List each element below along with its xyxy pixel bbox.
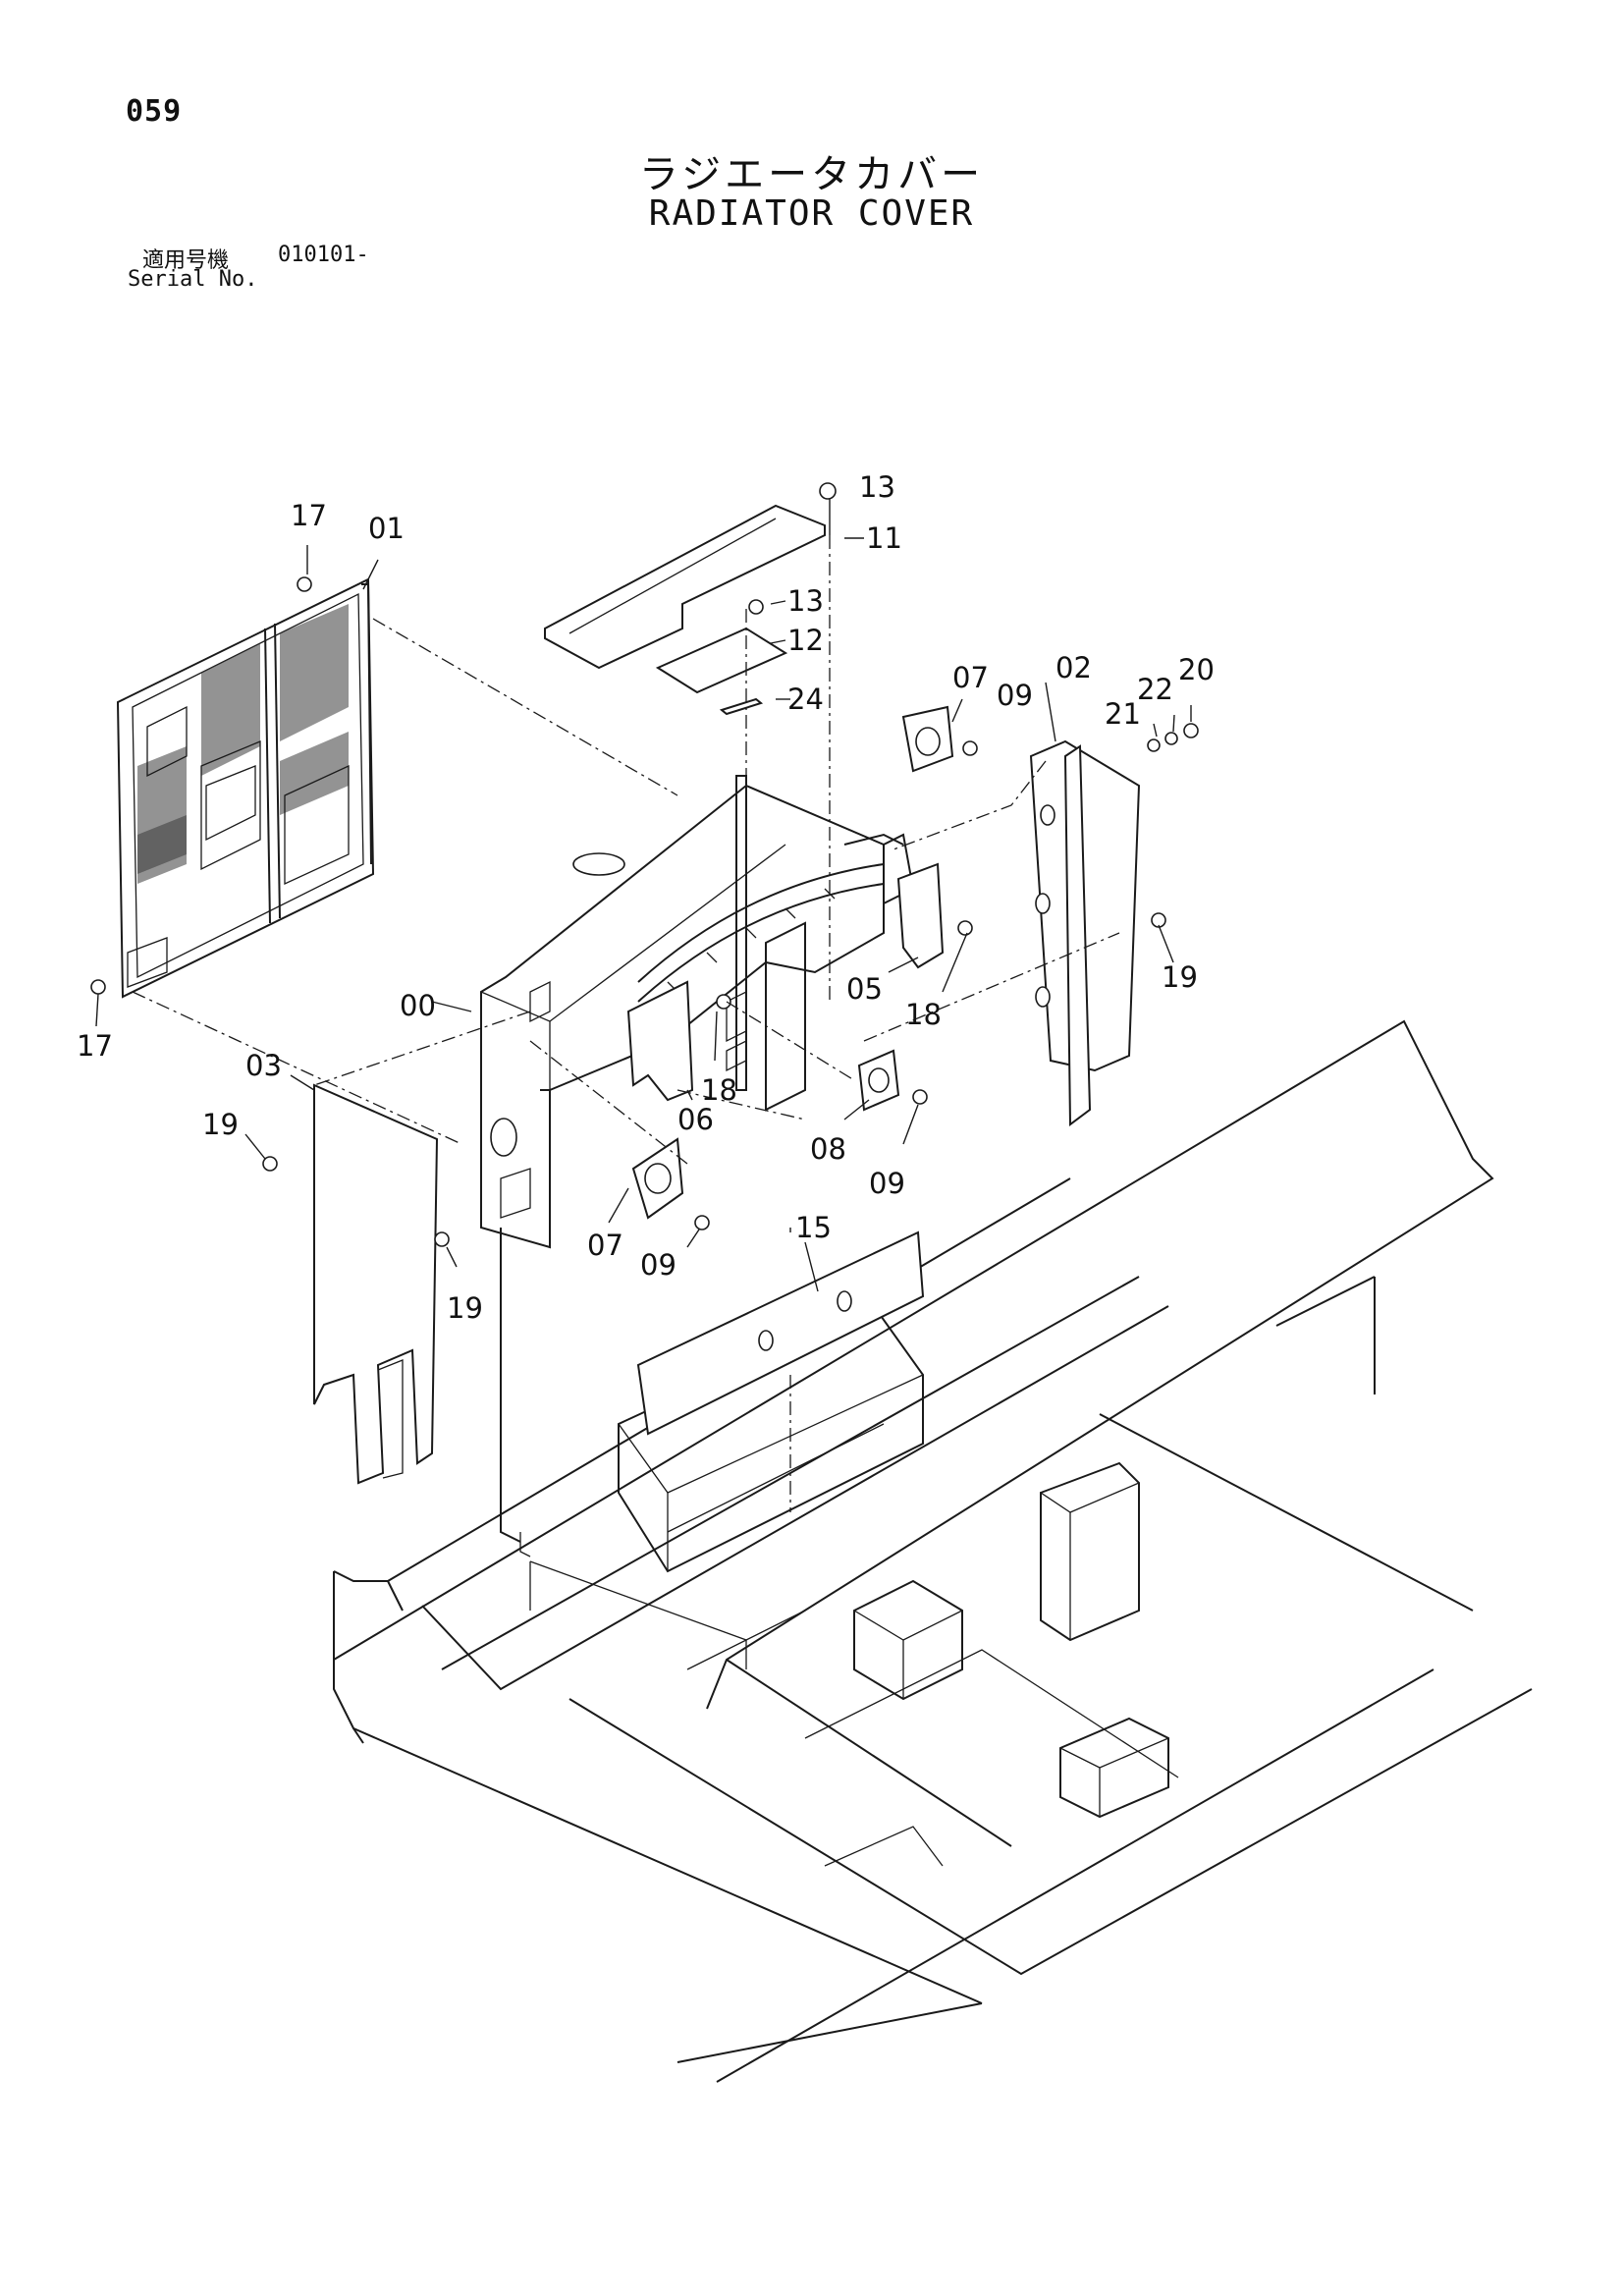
callout-03: 03 xyxy=(245,1049,282,1082)
callout-24: 24 xyxy=(787,683,824,716)
radiator-guard-mesh xyxy=(116,577,375,999)
callout-07-lower: 07 xyxy=(587,1229,623,1262)
callout-22: 22 xyxy=(1137,673,1173,706)
callout-19-lower: 19 xyxy=(447,1291,483,1325)
left-side-plate xyxy=(313,1083,439,1485)
serial-label-japanese: 適用号機 xyxy=(142,248,230,273)
callout-17-top: 17 xyxy=(291,499,327,532)
callout-09-right: 09 xyxy=(869,1167,905,1200)
callout-19-right: 19 xyxy=(1162,960,1198,994)
bracket-center xyxy=(626,980,694,1102)
callout-06: 06 xyxy=(677,1103,714,1136)
callout-07-upper: 07 xyxy=(952,661,989,694)
bracket-right xyxy=(896,862,945,969)
callout-18-center: 18 xyxy=(701,1073,737,1107)
callout-05: 05 xyxy=(846,972,883,1006)
callout-19-left: 19 xyxy=(202,1108,239,1141)
callout-13-middle: 13 xyxy=(787,584,824,618)
callout-00: 00 xyxy=(400,989,436,1022)
callout-09-upper: 09 xyxy=(997,679,1033,712)
callout-17-bottom: 17 xyxy=(77,1029,113,1063)
callout-15: 15 xyxy=(795,1211,832,1244)
side-plate-with-seal xyxy=(1029,739,1141,1126)
seal-strip xyxy=(719,697,764,716)
serial-number-value: 010101- xyxy=(278,243,369,267)
callout-13-top: 13 xyxy=(859,470,895,504)
callout-labels: 13 11 13 12 24 17 01 07 09 02 21 22 20 1… xyxy=(77,470,1215,1325)
callout-08: 08 xyxy=(810,1132,846,1166)
leader-lines xyxy=(95,499,1192,1512)
small-cover-plate xyxy=(655,627,788,694)
callout-09-lower: 09 xyxy=(640,1248,676,1282)
callout-20: 20 xyxy=(1178,653,1215,686)
mounting-plate-07-upper xyxy=(901,705,954,773)
page-title: RADIATOR COVER xyxy=(648,193,975,234)
callout-11: 11 xyxy=(866,521,902,555)
callout-21: 21 xyxy=(1105,697,1141,731)
callout-18-right: 18 xyxy=(905,998,942,1031)
callout-01: 01 xyxy=(368,512,405,545)
top-cover-plate xyxy=(544,504,826,670)
bolt-set xyxy=(90,482,1199,1247)
mounting-plate-08 xyxy=(857,1049,900,1112)
page-number: 059 xyxy=(126,94,183,129)
page-title-japanese: ラジエータカバー xyxy=(638,152,985,197)
mounting-plate-07-lower xyxy=(631,1137,684,1220)
callout-12: 12 xyxy=(787,624,824,657)
callout-02: 02 xyxy=(1055,651,1092,684)
sub-beam-with-seal xyxy=(636,1230,925,1436)
serial-label: Serial No. xyxy=(128,267,258,292)
